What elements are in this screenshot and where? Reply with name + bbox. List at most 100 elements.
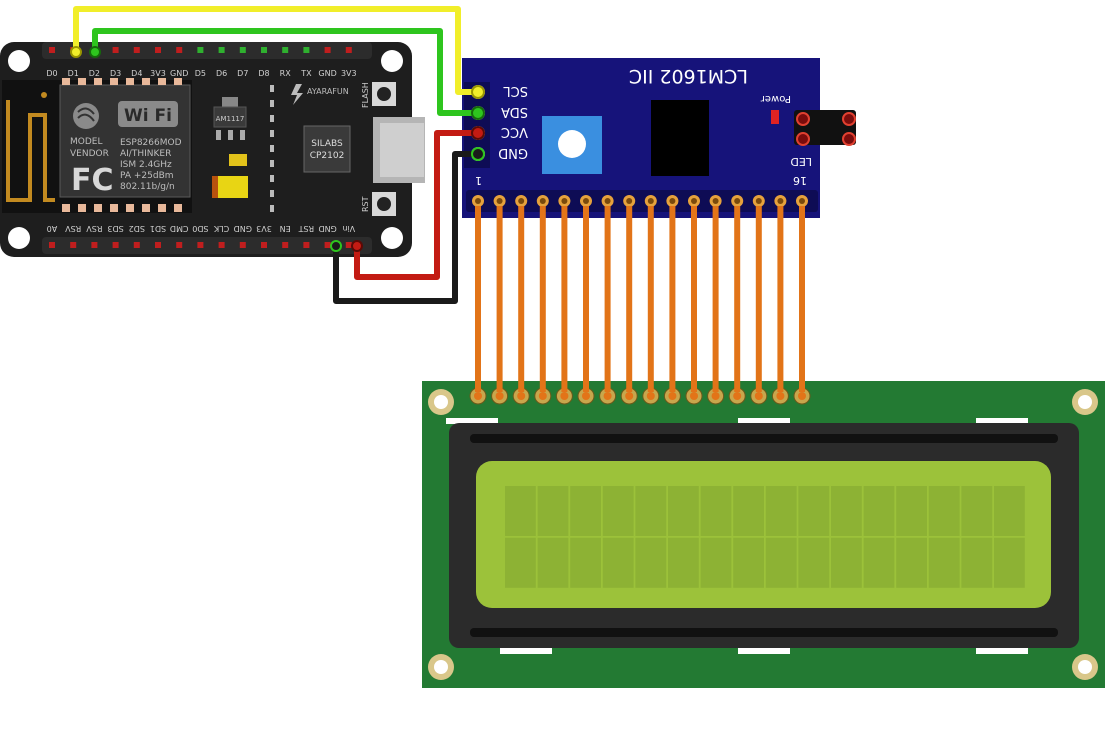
lcd-character-cell: [896, 537, 927, 588]
i2c-module-title: LCM1602 IIC: [629, 65, 748, 87]
pin-pad[interactable]: [218, 242, 225, 248]
bottom-pin-label: Vin: [343, 224, 356, 233]
i2c-pin-label: SCL: [503, 83, 528, 98]
led-jumper-label: LED: [790, 155, 812, 168]
tantalum-capacitor-icon: [212, 176, 248, 198]
lcd-pin-core: [538, 392, 547, 400]
rst-label: RST: [361, 196, 370, 212]
pin-pad[interactable]: [261, 242, 267, 248]
backpack-pin-hole: [777, 198, 784, 204]
lcd-character-cell: [765, 486, 797, 536]
module-pads: [62, 78, 182, 212]
lcd-character-cell: [668, 486, 699, 536]
backpack-pin-hole: [669, 198, 676, 204]
module-line: AI/THINKER: [120, 149, 171, 159]
lcd-character-grid: [505, 486, 1025, 588]
mount-hole-center: [1078, 395, 1092, 409]
wifi-logo-label: Wi Fi: [124, 106, 172, 126]
pin-pad[interactable]: [49, 242, 55, 248]
flash-label: FLASH: [361, 82, 370, 108]
lcd-data-wires: [475, 206, 805, 392]
pin-pad[interactable]: [345, 47, 352, 53]
lcd-character-cell: [733, 486, 764, 536]
pin-16-label: 16: [793, 174, 807, 187]
bottom-pin-label: GND: [318, 224, 336, 233]
module-line: ESP8266MOD: [120, 138, 182, 148]
backpack-pin-hole: [583, 198, 589, 204]
pin-pad[interactable]: [218, 47, 225, 53]
bottom-pin-label: CLK: [213, 224, 229, 233]
lcd-character-cell: [602, 486, 634, 536]
lcd-pin-core: [625, 392, 634, 400]
lcd-pin-core: [560, 392, 569, 400]
wire-endpoints: [70, 46, 485, 252]
lcd-character-cell: [570, 537, 601, 588]
top-pin-label: D0: [46, 69, 57, 78]
lcd-character-cell: [961, 537, 993, 588]
lcd-pin-core: [690, 392, 698, 400]
pin-pad[interactable]: [197, 242, 204, 248]
lcd-pin-core: [582, 392, 590, 400]
power-led-icon: [771, 110, 779, 124]
lcd-character-cell: [831, 486, 862, 536]
pin-pad[interactable]: [49, 47, 55, 53]
bottom-pin-label: RSV: [86, 224, 103, 233]
lcd-pin-core: [495, 392, 504, 400]
lcd-character-cell: [798, 486, 830, 536]
bottom-pin-label: SD2: [129, 224, 145, 233]
pin-pad[interactable]: [133, 47, 140, 53]
pin-pad[interactable]: [303, 47, 310, 53]
lcd-character-cell: [863, 486, 895, 536]
pin-pad[interactable]: [197, 47, 204, 53]
module-vendor: VENDOR: [70, 149, 109, 159]
smd-components: [270, 85, 274, 212]
backpack-pin-hole: [647, 198, 654, 204]
lightning-logo-icon: [291, 84, 303, 105]
pin-pad[interactable]: [176, 242, 183, 248]
pin-pad[interactable]: [133, 242, 140, 248]
module-pad: [78, 78, 86, 85]
espressif-logo-icon: [73, 103, 99, 129]
pin-pad[interactable]: [176, 47, 183, 53]
power-label: Power: [760, 93, 791, 104]
pin-pad[interactable]: [112, 47, 119, 53]
lcd-pin-core: [603, 392, 612, 400]
pin-pad[interactable]: [155, 242, 161, 248]
module-line: 802.11b/g/n: [120, 182, 175, 192]
pin-pad[interactable]: [239, 47, 246, 53]
lcd-character-cell: [635, 486, 667, 536]
pin-pad[interactable]: [324, 242, 331, 248]
module-pad: [158, 78, 166, 85]
lcd-character-cell: [994, 486, 1025, 536]
lcd-character-cell: [537, 486, 569, 536]
lcd-character-cell: [765, 537, 797, 588]
mount-hole-icon: [8, 50, 30, 72]
pin-pad[interactable]: [345, 242, 352, 248]
pin-pad[interactable]: [239, 242, 246, 248]
pin-pad[interactable]: [303, 242, 310, 248]
pin-pad[interactable]: [282, 47, 289, 53]
top-pin-label: GND: [318, 69, 336, 78]
pin-pad[interactable]: [112, 242, 119, 248]
pin-pad[interactable]: [155, 47, 161, 53]
pin-1-label: 1: [475, 174, 482, 187]
pin-pad[interactable]: [91, 242, 98, 248]
pin-pad[interactable]: [324, 47, 331, 53]
bottom-pin-label: SD0: [192, 224, 208, 233]
mount-hole-icon: [381, 50, 403, 72]
pin-pad[interactable]: [261, 47, 267, 53]
pin-pad[interactable]: [282, 242, 289, 248]
lcd-character-cell: [831, 537, 862, 588]
mount-hole-icon: [8, 227, 30, 249]
module-pad: [62, 78, 70, 85]
module-pad: [158, 204, 166, 212]
module-pad: [110, 78, 118, 85]
lcd-character-cell: [863, 537, 895, 588]
lcd-character-cell: [635, 537, 667, 588]
bottom-pin-label: 3V3: [256, 224, 272, 233]
pin-pad[interactable]: [70, 242, 77, 248]
chip-model: CP2102: [310, 151, 345, 161]
